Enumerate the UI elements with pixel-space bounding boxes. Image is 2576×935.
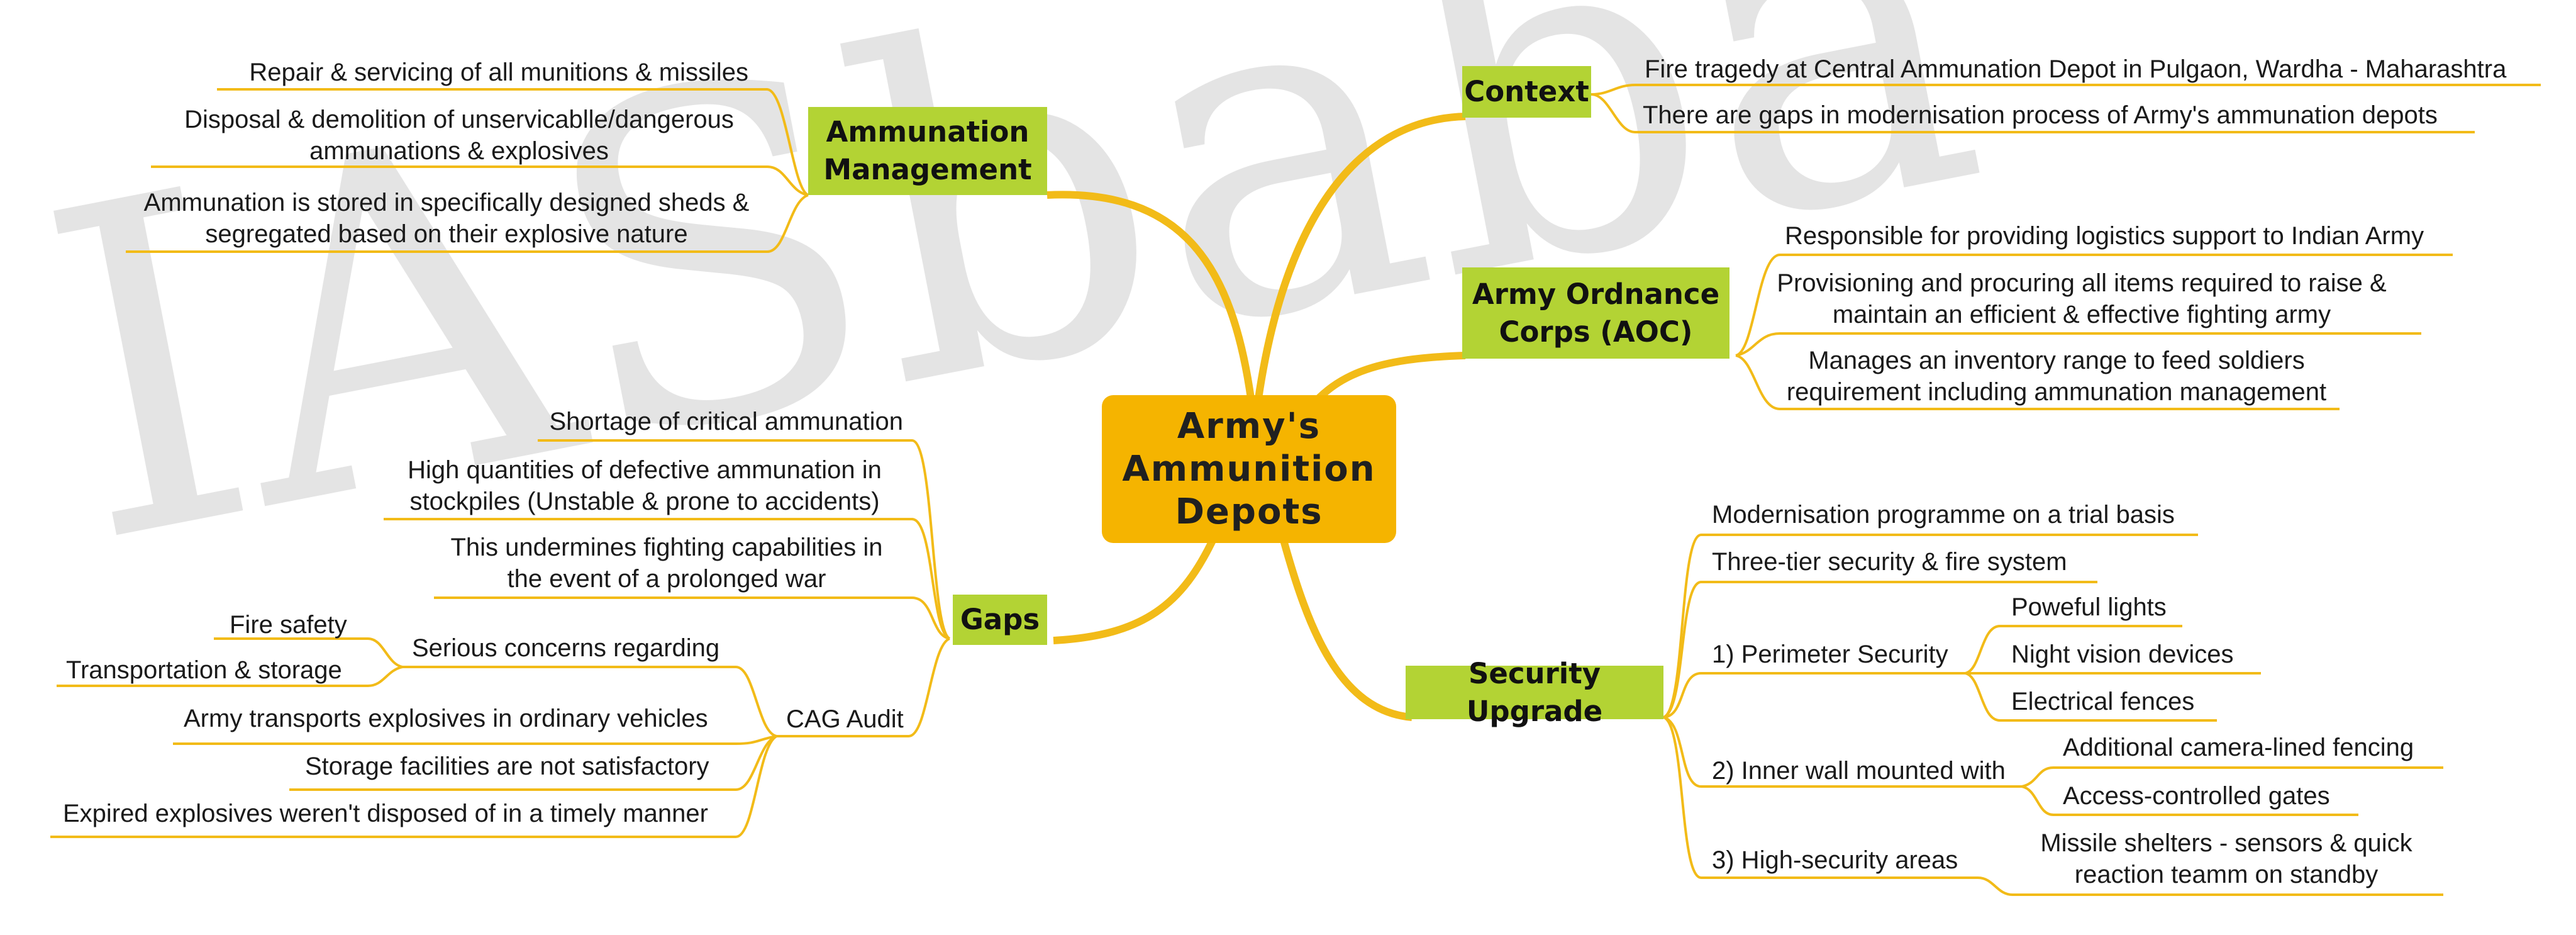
central-topic[interactable]: Army's Ammunition Depots bbox=[1102, 395, 1396, 543]
topic-aoc[interactable]: Army Ordnance Corps (AOC) bbox=[1462, 267, 1729, 359]
gaps-cag-audit: CAG Audit bbox=[786, 705, 904, 733]
aoc-item-provisioning-line-2: maintain an efficient & effective fighti… bbox=[1832, 301, 2331, 328]
ammunation-item-disposal: Disposal & demolition of unservicablle/d… bbox=[173, 104, 745, 167]
topic-ammunation-management[interactable]: Ammunation Management bbox=[808, 107, 1047, 195]
aoc-item-logistics: Responsible for providing logistics supp… bbox=[1785, 222, 2424, 250]
topic-security-upgrade-label: Security Upgrade bbox=[1466, 656, 1603, 728]
high-security-item-missile: Missile shelters - sensors & quick react… bbox=[2006, 827, 2446, 890]
aoc-item-provisioning-line-1: Provisioning and procuring all items req… bbox=[1777, 269, 2387, 297]
cag-concern-fire-safety: Fire safety bbox=[230, 611, 347, 639]
ammunation-item-storage-line-2: segregated based on their explosive natu… bbox=[205, 220, 688, 248]
security-inner-wall: 2) Inner wall mounted with bbox=[1712, 757, 2006, 785]
aoc-item-inventory: Manages an inventory range to feed soldi… bbox=[1780, 345, 2333, 408]
ammunation-item-repair: Repair & servicing of all munitions & mi… bbox=[249, 59, 748, 86]
central-topic-line-3: Depots bbox=[1175, 491, 1323, 532]
perimeter-item-electrical-fences: Electrical fences bbox=[2011, 688, 2195, 715]
ammunation-item-storage: Ammunation is stored in specifically des… bbox=[126, 187, 767, 250]
high-security-item-missile-line-2: reaction teamm on standby bbox=[2074, 861, 2379, 888]
central-topic-line-1: Army's bbox=[1177, 405, 1321, 447]
gaps-item-defective-line-1: High quantities of defective ammunation … bbox=[408, 456, 882, 484]
central-topic-line-2: Ammunition bbox=[1122, 448, 1376, 490]
ammunation-item-storage-line-1: Ammunation is stored in specifically des… bbox=[143, 189, 750, 216]
branch-curve-gaps bbox=[1053, 536, 1218, 644]
topic-context[interactable]: Context bbox=[1462, 66, 1591, 118]
cag-finding-expired: Expired explosives weren't disposed of i… bbox=[63, 800, 708, 827]
gaps-item-defective: High quantities of defective ammunation … bbox=[387, 454, 902, 517]
topic-ammunation-management-line-1: Ammunation bbox=[826, 115, 1030, 148]
inner-wall-item-camera: Additional camera-lined fencing bbox=[2063, 734, 2414, 761]
topic-gaps[interactable]: Gaps bbox=[953, 595, 1047, 645]
topic-context-label: Context bbox=[1464, 75, 1589, 108]
cag-concern-transportation: Transportation & storage bbox=[66, 656, 342, 684]
topic-aoc-line-2: Corps (AOC) bbox=[1499, 315, 1693, 349]
perimeter-item-night-vision: Night vision devices bbox=[2011, 641, 2234, 668]
gaps-item-defective-line-2: stockpiles (Unstable & prone to accident… bbox=[409, 488, 880, 515]
context-item-fire-tragedy: Fire tragedy at Central Ammunation Depot… bbox=[1645, 55, 2507, 83]
perimeter-item-lights: Poweful lights bbox=[2011, 593, 2167, 621]
high-security-item-missile-line-1: Missile shelters - sensors & quick bbox=[2040, 829, 2412, 857]
ammunation-item-disposal-line-1: Disposal & demolition of unservicablle/d… bbox=[184, 106, 734, 133]
aoc-item-inventory-line-1: Manages an inventory range to feed soldi… bbox=[1808, 347, 2305, 374]
gaps-item-fighting-line-2: the event of a prolonged war bbox=[507, 565, 826, 593]
inner-wall-item-gates: Access-controlled gates bbox=[2063, 782, 2330, 810]
topic-ammunation-management-line-2: Management bbox=[823, 153, 1032, 186]
aoc-item-inventory-line-2: requirement including ammunation managem… bbox=[1786, 378, 2327, 406]
context-item-gaps: There are gaps in modernisation process … bbox=[1643, 101, 2438, 129]
branch-curve-ammunation bbox=[1046, 191, 1255, 403]
topic-gaps-label: Gaps bbox=[960, 603, 1040, 636]
ammunation-item-disposal-line-2: ammunations & explosives bbox=[309, 137, 609, 165]
aoc-item-provisioning: Provisioning and procuring all items req… bbox=[1767, 267, 2396, 330]
gaps-item-fighting: This undermines fighting capabilities in… bbox=[440, 532, 893, 595]
security-perimeter: 1) Perimeter Security bbox=[1712, 641, 1948, 668]
branch-curve-context bbox=[1254, 113, 1466, 403]
cag-finding-storage: Storage facilities are not satisfactory bbox=[305, 753, 709, 780]
security-item-three-tier: Three-tier security & fire system bbox=[1712, 548, 2067, 576]
topic-aoc-line-1: Army Ordnance bbox=[1472, 277, 1720, 311]
security-high-security: 3) High-security areas bbox=[1712, 846, 1958, 874]
topic-security-upgrade[interactable]: Security Upgrade bbox=[1406, 657, 1663, 728]
gaps-item-shortage: Shortage of critical ammunation bbox=[549, 408, 904, 435]
cag-serious-concerns: Serious concerns regarding bbox=[412, 634, 720, 662]
gaps-item-fighting-line-1: This undermines fighting capabilities in bbox=[450, 534, 883, 561]
cag-finding-vehicles: Army transports explosives in ordinary v… bbox=[184, 705, 708, 732]
security-item-modernisation: Modernisation programme on a trial basis bbox=[1712, 501, 2175, 529]
branch-curve-security bbox=[1279, 537, 1413, 721]
